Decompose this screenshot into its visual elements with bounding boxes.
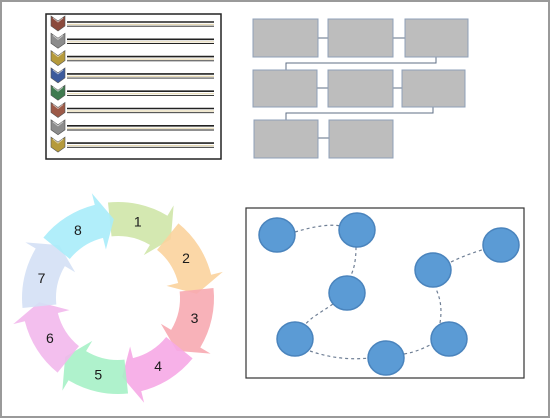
cycle-arrow: [160, 287, 214, 354]
cycle-segment: 7: [21, 242, 76, 309]
cycle-step-label: 8: [74, 222, 82, 238]
cycle-arrow: [62, 340, 129, 394]
chevron-highlight: [52, 34, 64, 40]
grid-box: [328, 119, 394, 159]
dashed-edge: [303, 303, 334, 327]
cycle-segment: 2: [157, 223, 223, 294]
network-nodes: [258, 212, 520, 376]
list-row: [50, 32, 214, 49]
chevron-highlight: [52, 104, 64, 110]
cycle-step-label: 4: [154, 358, 162, 374]
cycle-segment: 5: [62, 340, 129, 394]
list-row: [50, 50, 214, 66]
list-row: [50, 119, 214, 136]
list-row: [50, 136, 214, 153]
network-node: [258, 217, 296, 253]
cycle-segment: 4: [122, 337, 193, 403]
network-node: [328, 275, 366, 311]
cycle-arrow: [21, 242, 76, 309]
dashed-edge: [450, 248, 486, 263]
cycle-step-label: 6: [46, 330, 54, 346]
grid-box: [253, 119, 319, 159]
grid-box: [252, 18, 319, 58]
connector-line: [285, 57, 437, 70]
cycle-segment: 3: [160, 287, 214, 354]
chevron-highlight: [52, 138, 64, 144]
cycle-arrow: [107, 202, 174, 256]
box-grid: [252, 18, 469, 159]
chevron-list: [50, 15, 214, 153]
cycle-segment: 6: [13, 302, 79, 373]
chevron-highlight: [52, 17, 64, 23]
chevron-highlight: [52, 52, 64, 58]
network-node: [482, 227, 520, 263]
network-node: [338, 212, 376, 248]
cycle-step-label: 3: [191, 310, 199, 326]
grid-box: [327, 69, 394, 108]
list-row: [50, 101, 214, 118]
chevron-list-panel: [45, 13, 222, 160]
chevron-highlight: [52, 121, 64, 127]
network-panel: [245, 207, 525, 379]
dashed-edge: [435, 288, 442, 324]
dashed-edge: [403, 343, 433, 355]
cycle-segment: 8: [43, 193, 114, 259]
cycle-step-label: 1: [134, 214, 142, 230]
list-row: [50, 67, 214, 84]
cycle-arrow: [13, 302, 79, 373]
connector-line: [285, 107, 434, 120]
grid-box: [252, 69, 318, 108]
network-node: [430, 321, 468, 357]
list-row: [50, 15, 214, 32]
cycle-step-label: 7: [38, 270, 46, 286]
cycle-arrow: [122, 337, 193, 403]
cycle-arrow: [43, 193, 114, 259]
network-node: [276, 321, 314, 357]
cycle-segment: 1: [107, 202, 174, 256]
box-connectors: [285, 37, 437, 139]
dashed-edge: [294, 224, 342, 233]
chevron-list-border: [45, 13, 222, 160]
dashed-edge: [309, 350, 371, 360]
grid-box: [327, 18, 394, 58]
grid-box: [401, 69, 466, 108]
list-row: [50, 84, 214, 101]
network-node: [414, 252, 452, 288]
chevron-highlight: [52, 86, 64, 92]
box-grid-panel: [252, 18, 469, 159]
grid-box: [404, 18, 469, 58]
cycle-diagram: 1 2 3 4 5 6 7 8: [13, 193, 223, 403]
cycle-arrow: [157, 223, 223, 294]
network-node: [367, 340, 405, 376]
cycle-step-label: 2: [182, 250, 190, 266]
chevron-highlight: [52, 69, 64, 75]
network-edges: [294, 224, 486, 360]
cycle-step-label: 5: [94, 366, 102, 382]
